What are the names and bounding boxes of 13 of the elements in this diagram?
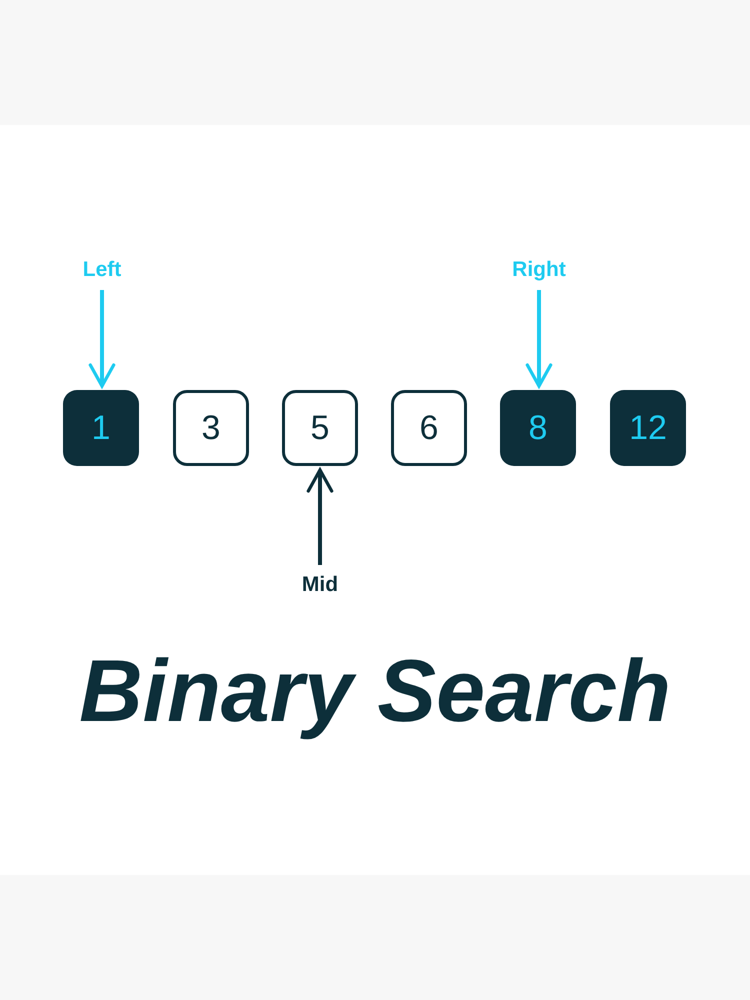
array-cell: 3: [173, 390, 249, 466]
array-cell: 12: [610, 390, 686, 466]
arrow: [306, 468, 334, 565]
array-cell: 5: [282, 390, 358, 466]
pointer-label: Mid: [302, 573, 338, 597]
arrow: [526, 290, 552, 388]
array-cell: 1: [63, 390, 139, 466]
array-cell: 8: [500, 390, 576, 466]
pointer-label: Left: [82, 258, 122, 282]
array-cell: 6: [391, 390, 467, 466]
pointer-label: Right: [512, 258, 566, 282]
title: Binary Search: [79, 640, 671, 742]
arrow: [88, 290, 116, 388]
